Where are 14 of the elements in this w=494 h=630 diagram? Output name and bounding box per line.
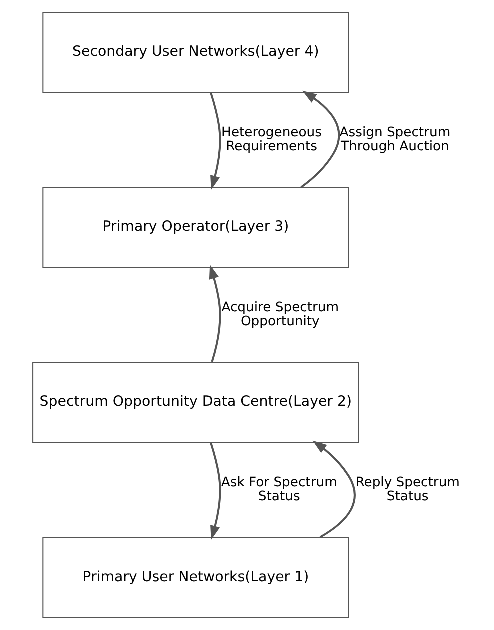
edge-label: Acquire Spectrum Opportunity xyxy=(222,300,340,330)
arrow xyxy=(210,442,222,540)
arrow xyxy=(312,440,356,538)
node-box: Primary Operator(Layer 3) xyxy=(42,187,350,268)
arrow xyxy=(210,92,222,190)
node-box: Spectrum Opportunity Data Centre(Layer 2) xyxy=(32,362,360,443)
edge-label: Ask For Spectrum Status xyxy=(221,475,338,505)
node-box: Primary User Networks(Layer 1) xyxy=(42,537,350,618)
edge-label: Heterogeneous Requirements xyxy=(222,125,322,155)
node-box: Secondary User Networks(Layer 4) xyxy=(42,12,350,93)
arrow xyxy=(300,90,340,188)
edge-label: Assign Spectrum Through Auction xyxy=(340,125,451,155)
arrow xyxy=(209,264,222,362)
edge-label: Reply Spectrum Status xyxy=(356,475,460,505)
